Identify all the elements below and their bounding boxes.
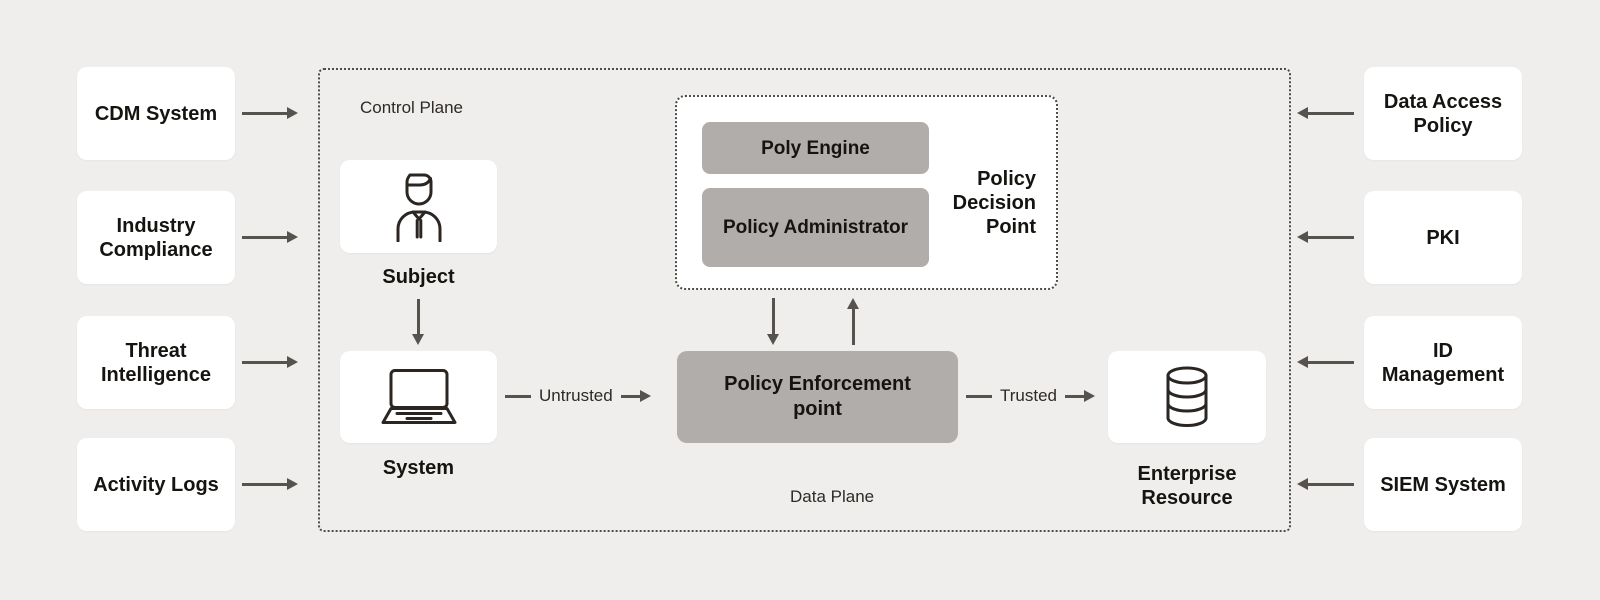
person-icon <box>396 173 441 242</box>
arrow-shaft <box>1065 394 1086 398</box>
connector-segment <box>505 394 531 398</box>
arrow-threat-to-zone <box>242 356 298 369</box>
policy-engine-label: Poly Engine <box>761 137 870 159</box>
arrow-shaft <box>242 483 288 486</box>
arrow-head <box>1297 107 1308 119</box>
left-input-cdm-system: CDM System <box>77 67 235 160</box>
arrow-head <box>639 389 651 402</box>
arrow-head <box>1297 231 1308 243</box>
arrow-shaft <box>242 112 288 115</box>
laptop-icon <box>381 369 456 424</box>
arrow-shaft <box>1307 236 1354 239</box>
arrow-pdp-to-pep <box>767 298 780 345</box>
arrow-shaft <box>620 394 641 398</box>
arrow-head <box>1297 356 1308 368</box>
arrow-pep-to-pdp <box>847 298 860 345</box>
arrow-compliance-to-zone <box>242 231 298 244</box>
arrow-head <box>287 107 298 119</box>
arrow-trusted-to-resource <box>1065 389 1096 403</box>
arrow-untrusted-to-pep <box>620 389 651 403</box>
arrow-siem-to-zone <box>1297 478 1354 491</box>
arrow-shaft <box>1307 361 1354 364</box>
subject-label: Subject <box>382 266 455 288</box>
untrusted-label: Untrusted <box>539 386 613 405</box>
policy-decision-point-node: Poly Engine Policy Administrator Policy … <box>675 95 1058 290</box>
policy-enforcement-point-node: Policy Enforcement point <box>677 351 958 443</box>
arrow-head <box>1084 389 1096 402</box>
left-input-label: Threat Intelligence <box>100 339 212 386</box>
arrow-head <box>767 334 779 345</box>
arrow-shaft <box>772 298 775 335</box>
data-plane-label: Data Plane <box>790 487 875 506</box>
arrow-pki-to-zone <box>1297 231 1354 244</box>
policy-enforcement-point-label: Policy Enforcement point <box>724 373 911 420</box>
arrow-head <box>287 356 298 368</box>
right-input-siem-system: SIEM System <box>1364 438 1522 531</box>
arrow-logs-to-zone <box>242 478 298 491</box>
policy-engine-component: Poly Engine <box>702 122 929 174</box>
arrow-data-access-policy-to-zone <box>1297 107 1354 120</box>
arrow-shaft <box>242 361 288 364</box>
arrow-head <box>287 231 298 243</box>
right-input-label: ID Management <box>1381 339 1505 386</box>
left-input-label: Activity Logs <box>93 473 219 496</box>
arrow-head <box>847 298 859 309</box>
arrow-head <box>287 478 298 490</box>
database-icon <box>1166 366 1208 427</box>
right-input-label: PKI <box>1426 226 1460 249</box>
arrow-shaft <box>242 236 288 239</box>
subject-node <box>340 160 497 253</box>
arrow-shaft <box>1307 483 1354 486</box>
policy-administrator-label: Policy Administrator <box>722 217 909 238</box>
arrow-shaft <box>1307 112 1354 115</box>
arrow-shaft <box>852 308 855 345</box>
left-input-industry-compliance: Industry Compliance <box>77 191 235 284</box>
left-input-label: CDM System <box>94 102 218 125</box>
trust-zone-boundary <box>318 68 1291 532</box>
untrusted-connection: Untrusted <box>505 386 651 406</box>
right-input-label: SIEM System <box>1380 473 1506 496</box>
right-input-data-access-policy: Data Access Policy <box>1364 67 1522 160</box>
arrow-id-management-to-zone <box>1297 356 1354 369</box>
arrow-cdm-to-zone <box>242 107 298 120</box>
left-input-label: Industry Compliance <box>99 214 213 261</box>
arrow-head <box>1297 478 1308 490</box>
connector-segment <box>966 394 992 398</box>
arrow-head <box>412 334 424 345</box>
arrow-subject-to-system <box>412 299 425 345</box>
policy-decision-point-label: Policy Decision Point <box>952 168 1036 238</box>
left-input-activity-logs: Activity Logs <box>77 438 235 531</box>
right-input-pki: PKI <box>1364 191 1522 284</box>
trusted-label: Trusted <box>1000 386 1058 405</box>
left-input-threat-intelligence: Threat Intelligence <box>77 316 235 409</box>
system-node <box>340 351 497 443</box>
control-plane-label: Control Plane <box>360 98 464 117</box>
right-input-id-management: ID Management <box>1364 316 1522 409</box>
enterprise-resource-node <box>1108 351 1266 443</box>
enterprise-resource-label: Enterprise Resource <box>1137 463 1237 509</box>
arrow-shaft <box>417 299 420 335</box>
right-input-label: Data Access Policy <box>1383 90 1503 137</box>
trusted-connection: Trusted <box>966 386 1096 406</box>
system-label: System <box>382 457 455 479</box>
policy-administrator-component: Policy Administrator <box>702 188 929 267</box>
